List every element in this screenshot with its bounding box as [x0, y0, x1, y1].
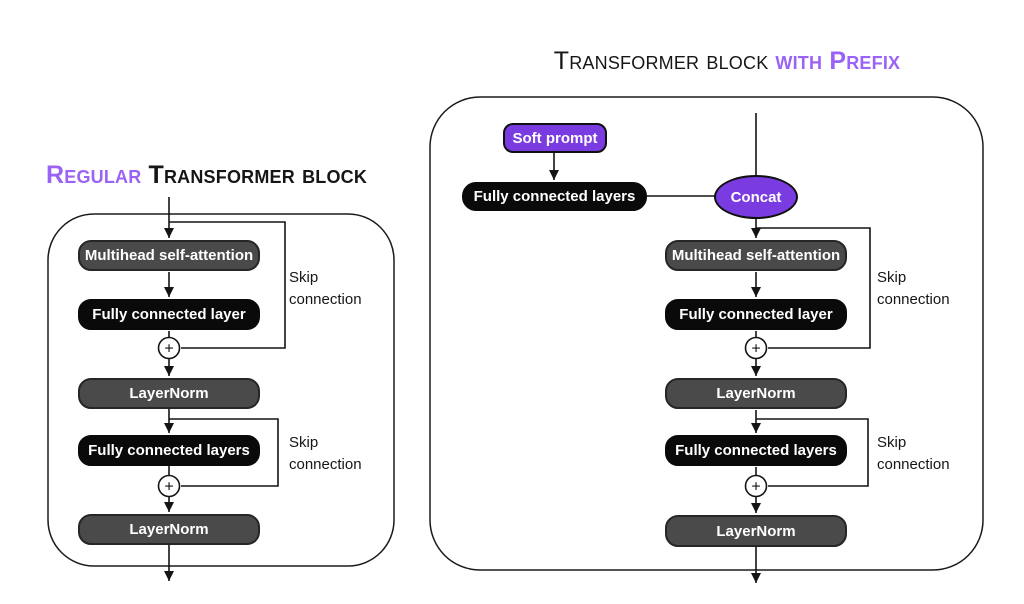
left-add-icon-2: + — [157, 474, 181, 498]
right-skip-wire-2 — [756, 418, 869, 487]
prefix-fully-connected-layers-node: Fully connected layers — [462, 182, 647, 211]
right-layernorm-node-1: LayerNorm — [665, 378, 847, 409]
title-accent: with Prefix — [775, 47, 901, 75]
right-layernorm-node-2: LayerNorm — [665, 515, 847, 547]
add-nodes: + + + + — [157, 336, 768, 498]
soft-prompt-node: Soft prompt — [503, 123, 607, 153]
regular-block-container — [47, 213, 395, 567]
plus-glyph: + — [751, 479, 760, 496]
plus-glyph: + — [751, 341, 760, 358]
plus-glyph: + — [164, 479, 173, 496]
left-skip-connection-label-1: Skip connection — [289, 269, 362, 308]
left-layernorm-node-2: LayerNorm — [78, 514, 260, 545]
right-add-icon-1: + — [744, 336, 768, 360]
title-accent: Regular — [46, 161, 142, 189]
plus-glyph: + — [164, 341, 173, 358]
prefix-block-container — [429, 96, 984, 571]
right-multihead-attention-node: Multihead self-attention — [665, 240, 847, 271]
right-skip-wire-1 — [756, 227, 871, 349]
left-fully-connected-layers-node: Fully connected layers — [78, 435, 260, 466]
right-skip-connection-label-2: Skip connection — [877, 434, 950, 473]
left-skip-wire-2 — [169, 418, 279, 487]
left-add-icon-1: + — [157, 336, 181, 360]
right-fully-connected-layers-node: Fully connected layers — [665, 435, 847, 466]
right-add-icon-2: + — [744, 474, 768, 498]
left-fully-connected-layer-node: Fully connected layer — [78, 299, 260, 330]
right-wires — [549, 113, 871, 583]
right-fully-connected-layer-node: Fully connected layer — [665, 299, 847, 330]
left-skip-wire-1 — [169, 221, 286, 349]
title-rest: Transformer block — [148, 161, 368, 189]
left-multihead-attention-node: Multihead self-attention — [78, 240, 260, 271]
left-wires — [164, 197, 286, 581]
left-layernorm-node-1: LayerNorm — [78, 378, 260, 409]
left-skip-connection-label-2: Skip connection — [289, 434, 362, 473]
right-skip-connection-label-1: Skip connection — [877, 269, 950, 308]
concat-node: Concat — [714, 175, 798, 219]
title-main: Transformer block — [553, 47, 769, 75]
